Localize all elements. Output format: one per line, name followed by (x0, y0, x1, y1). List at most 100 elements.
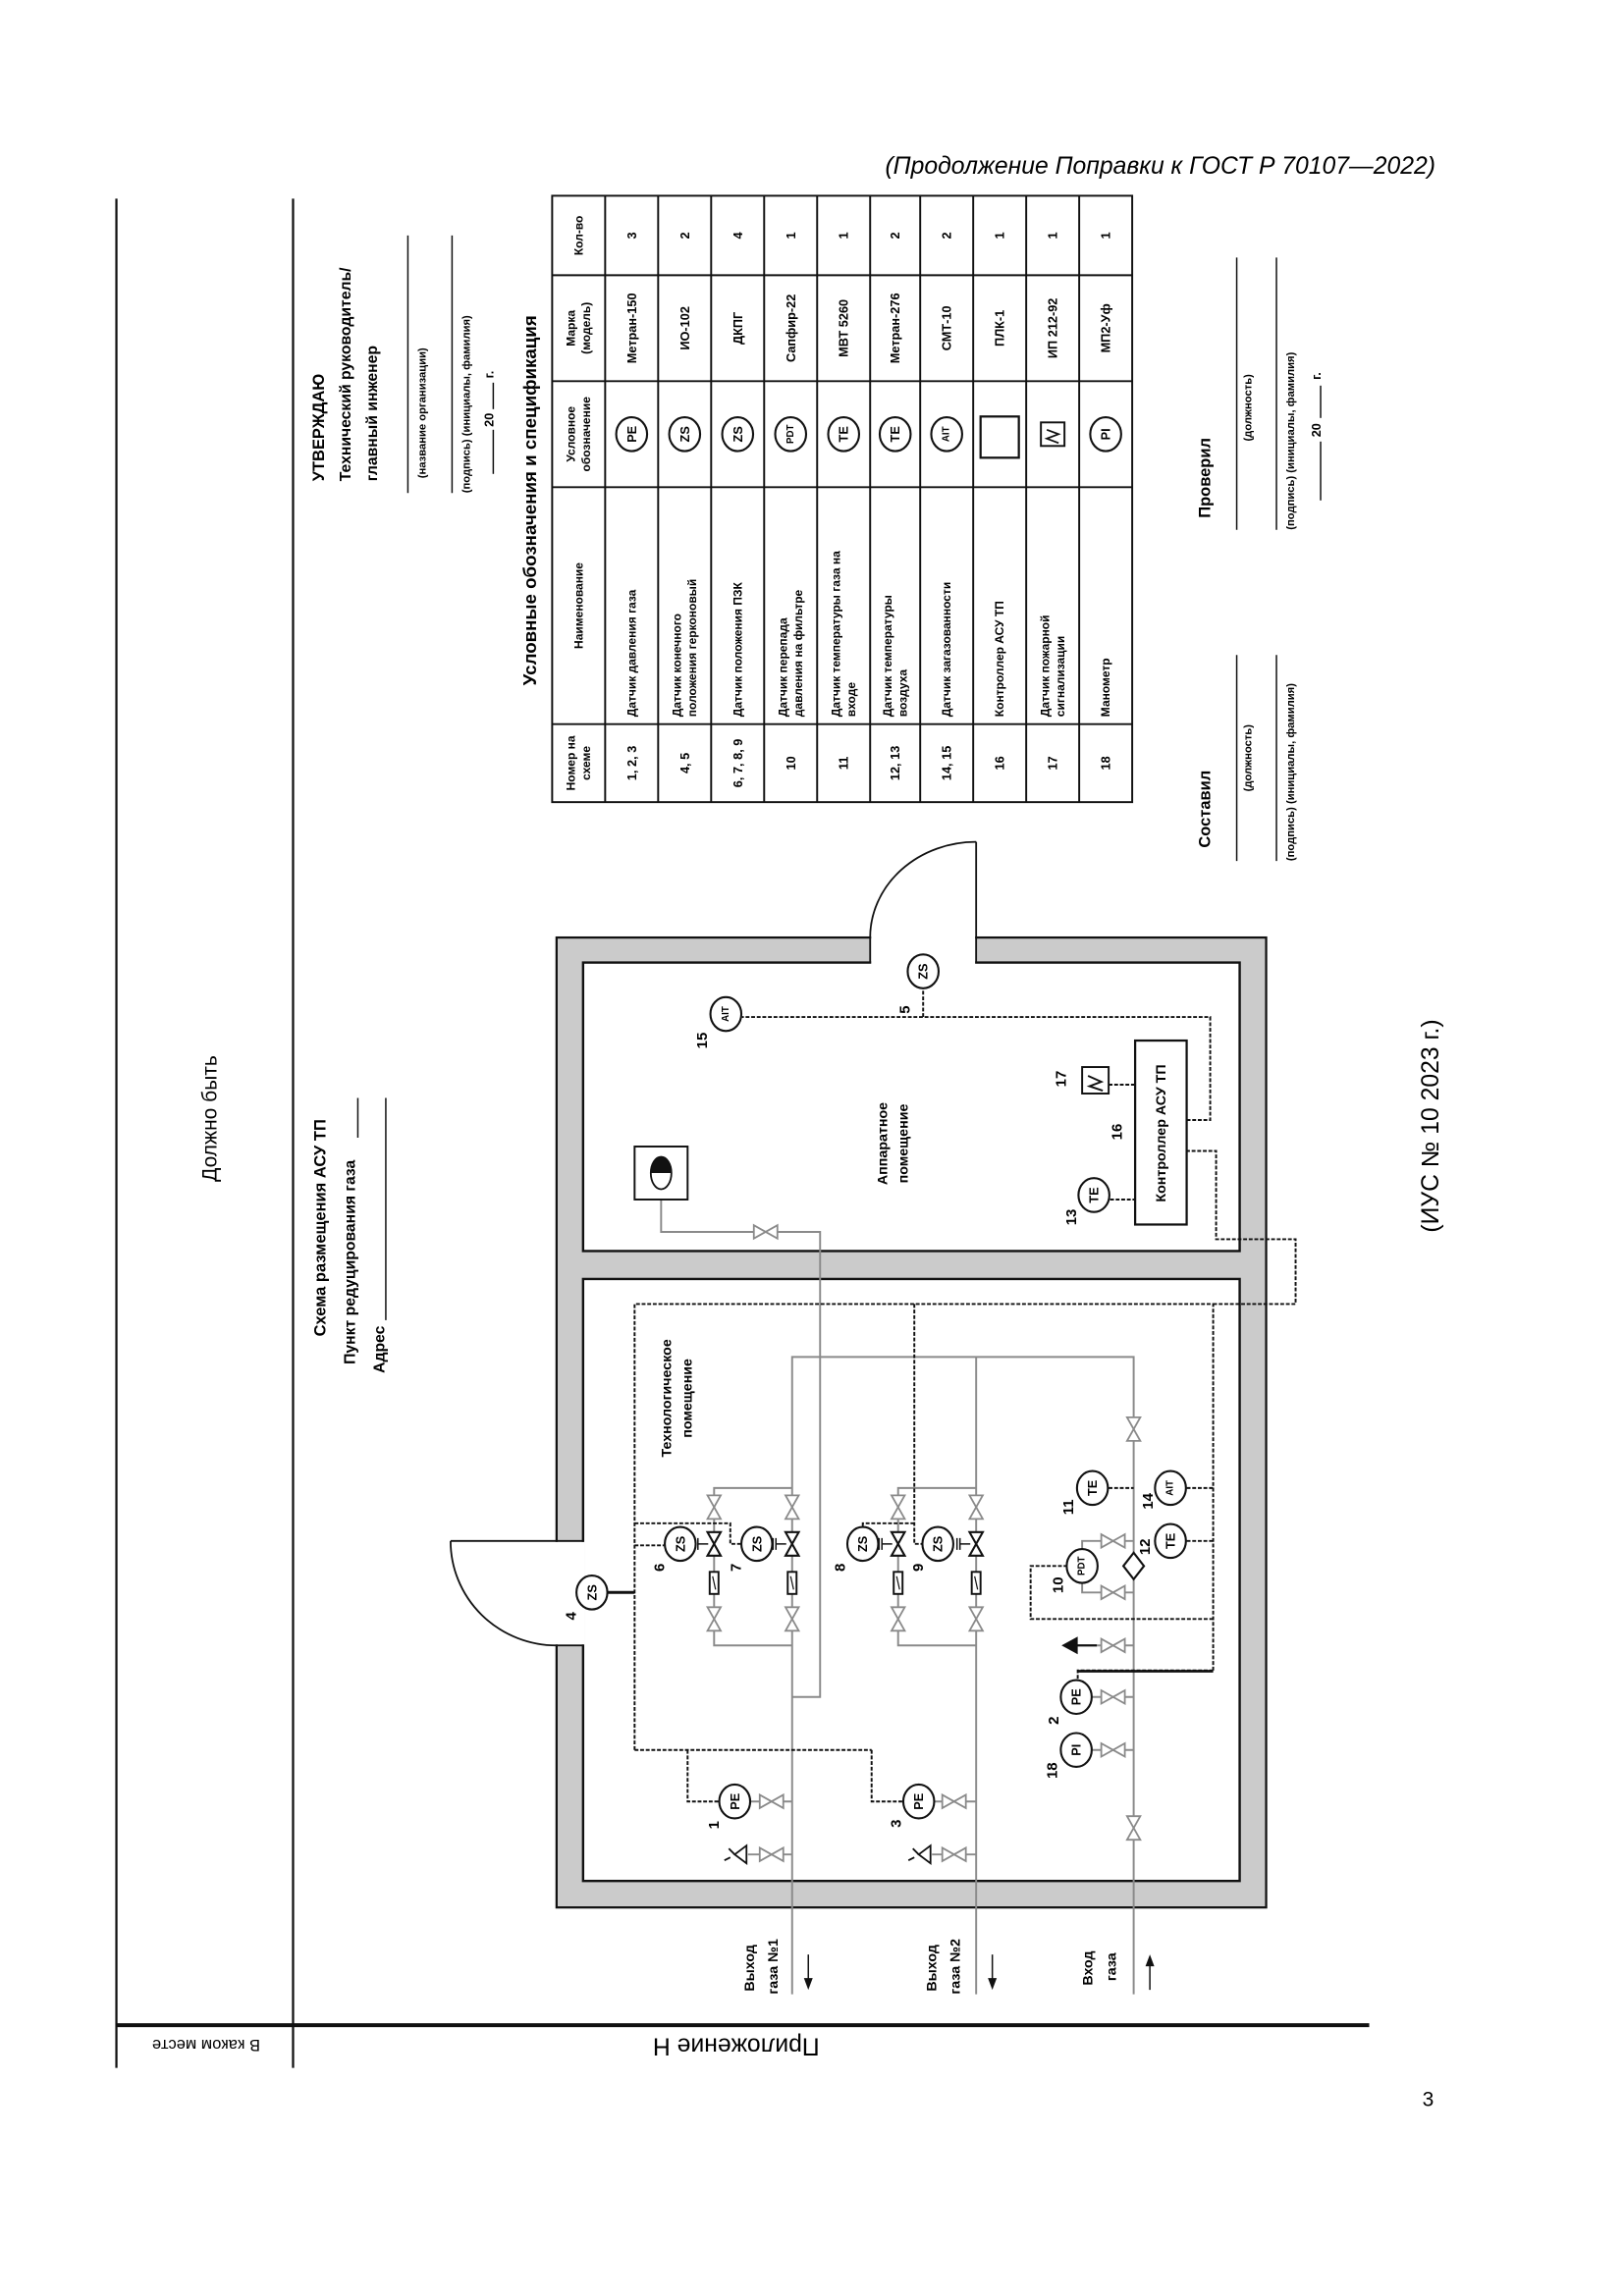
row-qty: 1 (1099, 232, 1113, 239)
instrument-circle (1077, 1177, 1110, 1213)
row-name: давления на фильтре (791, 589, 805, 717)
instrument-tag: ZS (731, 426, 745, 442)
control-lines (608, 988, 1297, 1803)
tech-room-label-1: Технологическое (659, 1339, 675, 1457)
row-qty: 2 (677, 232, 692, 239)
row-number: 16 (993, 756, 1007, 770)
valve-icon (784, 1606, 801, 1632)
fire-detector-icon (1040, 421, 1066, 448)
instrument-zs-5: ZS5 (897, 953, 940, 1014)
gas-filter-icon (1121, 1551, 1146, 1581)
valve-icon (784, 1494, 801, 1521)
inlet-label-1: Вход (1081, 1950, 1097, 1985)
inlet-label-2: газа (1105, 1952, 1120, 1981)
instrument-circle (739, 1525, 774, 1563)
instrument-circle (921, 1525, 954, 1563)
instrument-number: 15 (694, 1033, 711, 1049)
instrument-pe-2: PE2 (1046, 1679, 1093, 1725)
row-qty: 4 (731, 231, 745, 239)
instrument-tag: TE (1085, 1480, 1100, 1496)
instrument-zs-6: ZS 6 (651, 1525, 697, 1572)
apparatus-room-label-2: помещение (896, 1104, 912, 1184)
instrument-circle (901, 1783, 936, 1820)
row-qty: 2 (940, 232, 954, 239)
instrument-tag: PE (1069, 1688, 1084, 1705)
valve-icon (890, 1494, 906, 1521)
row-qty: 2 (888, 232, 902, 239)
instrument-circle (664, 1525, 697, 1563)
row-number: 1, 2, 3 (624, 746, 639, 780)
row-number: 17 (1046, 756, 1060, 770)
instrument-circle (845, 1525, 880, 1563)
symbol-zs-icon: ZS (721, 416, 755, 453)
appendix-label: Приложение Н (653, 2033, 820, 2059)
row-qty: 1 (784, 232, 798, 239)
instrument-number: 10 (1051, 1576, 1067, 1593)
valve-icon (706, 1606, 723, 1632)
instrument-circle (1154, 1522, 1187, 1560)
fire-detector-zigzag (1044, 428, 1061, 445)
row-number: 10 (784, 756, 798, 770)
valve-icon (1100, 1584, 1126, 1601)
row-number: 12, 13 (888, 746, 902, 780)
controller-number: 16 (1110, 1124, 1126, 1141)
instrument-circle (1154, 1469, 1187, 1507)
row-name: Датчик положения ПЗК (731, 582, 744, 718)
door-apparatus (869, 840, 978, 966)
instrument-tag: TE (888, 426, 902, 442)
instrument-number: 6 (651, 1564, 668, 1572)
instrument-tag: TE (837, 426, 851, 442)
valve-icon (1100, 1688, 1126, 1706)
row-model: МВТ 5260 (837, 299, 851, 357)
header-name: Наименование (571, 562, 585, 649)
instrument-tag: ZS (584, 1584, 599, 1600)
row-model: ИО-102 (677, 306, 692, 350)
checked-position-caption: (должность) (1243, 374, 1255, 442)
sign-caption: (подпись) (инициалы, фамилия) (460, 315, 472, 493)
fire-detector-box (1040, 421, 1066, 448)
symbol-pi-icon: PI (1089, 416, 1122, 453)
instrument-number: 1 (706, 1821, 723, 1829)
instrument-circle (906, 953, 940, 989)
relief-valve-spring (907, 1847, 920, 1861)
valve-icon (1125, 1815, 1142, 1842)
valves (694, 1223, 1142, 1865)
row-name: Датчик температуры газа на (829, 551, 842, 717)
instrument-tag: ZS (931, 1536, 946, 1552)
valve-icon (941, 1845, 967, 1863)
instrument-number: 5 (897, 1005, 914, 1013)
legend-title: Условные обозначения и спецификация (519, 315, 540, 685)
header-number: Номер на (564, 735, 577, 790)
row-qty: 1 (993, 232, 1007, 239)
header-symbol: Условное (564, 406, 577, 462)
instrument-tag: PI (1099, 428, 1113, 440)
instrument-circle (774, 416, 808, 453)
outlet2-label-1: Выход (925, 1945, 941, 1992)
controller-box (1133, 1039, 1188, 1226)
row-qty: 1 (837, 232, 851, 239)
row-number: 18 (1099, 756, 1113, 770)
page-number: 3 (1423, 2089, 1435, 2111)
instrument-number: 12 (1137, 1538, 1154, 1555)
instrument-tag: ZS (673, 1536, 687, 1552)
row-name: Датчик давления газа (624, 589, 638, 717)
header-model: Марка (564, 310, 577, 347)
relief-valve-icon (732, 1843, 748, 1865)
instrument-tag: TE (1087, 1187, 1102, 1202)
row-name: сигнализации (1054, 636, 1067, 717)
vent-arrow-icon (1061, 1636, 1098, 1655)
compiled-sign-caption: (подпись) (инициалы, фамилия) (1285, 683, 1297, 861)
year-prefix: 20 (481, 413, 496, 427)
valve-actuator-icon (955, 1537, 971, 1550)
row-number: 6, 7, 8, 9 (731, 739, 745, 788)
building-plan: Контроллер АСУ ТП 16 17 Аппаратное помещ… (450, 840, 1297, 1995)
row-model: МП2-Уф (1099, 303, 1113, 352)
fire-detector-number: 17 (1054, 1071, 1070, 1088)
row-number: 4, 5 (677, 753, 692, 774)
outlet2-arrow-icon (988, 1954, 998, 1991)
relief-valve-spring (724, 1847, 735, 1861)
